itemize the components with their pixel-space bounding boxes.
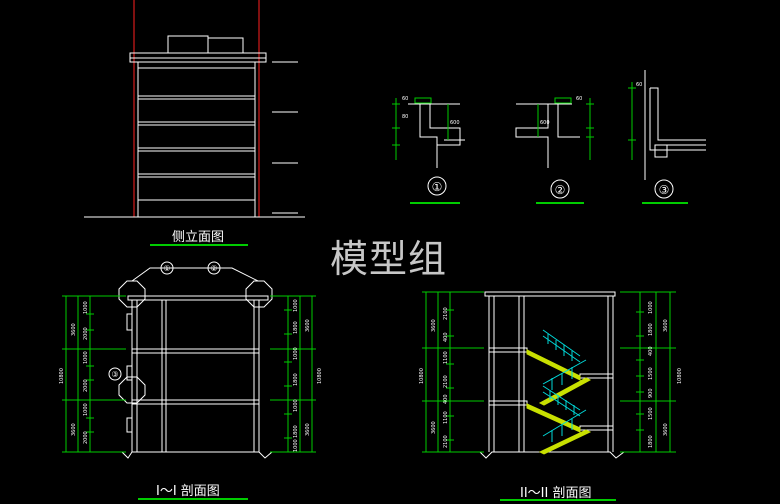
detail-2-marker bbox=[550, 179, 570, 199]
s1-left-inner-3: 1000 bbox=[83, 351, 89, 364]
s2-left-outer-bot: 3600 bbox=[431, 421, 437, 434]
section-1-dim-lines bbox=[62, 295, 316, 453]
s2-right-inner-1: 1000 bbox=[648, 301, 654, 314]
detail-1-marker bbox=[427, 176, 447, 196]
detail-1-label: ① bbox=[432, 180, 443, 194]
s1-left-inner-5: 1000 bbox=[83, 403, 89, 416]
detail-1-dim-top: 60 bbox=[402, 96, 408, 102]
s2-left-inner-2: 400 bbox=[443, 332, 449, 342]
section-2-dim-lines bbox=[422, 291, 676, 453]
s2-left-inner-6: 1100 bbox=[443, 411, 449, 424]
section-1-drawing bbox=[102, 295, 298, 459]
section-1-callouts bbox=[108, 261, 273, 404]
s1-left-outer-mid: 10800 bbox=[59, 368, 65, 384]
section-2-caption: II～II 剖面图 bbox=[520, 486, 592, 501]
detail-1-dim-mid: 80 bbox=[402, 114, 408, 120]
detail-2-drawing bbox=[515, 97, 594, 204]
s2-left-inner-5: 400 bbox=[443, 394, 449, 404]
section-callout-2: ② bbox=[210, 264, 217, 273]
s2-right-inner-3: 400 bbox=[648, 346, 654, 356]
detail-3-drawing bbox=[628, 70, 706, 204]
side-elevation bbox=[84, 0, 305, 218]
s1-right-inner-7: 1000 bbox=[293, 439, 299, 452]
section-2-stairs bbox=[526, 329, 592, 455]
detail-2-dim-top: 60 bbox=[576, 96, 582, 102]
s1-right-outer-mid: 10800 bbox=[317, 368, 323, 384]
s2-left-inner-7: 2100 bbox=[443, 435, 449, 448]
s2-left-outer-mid: 10800 bbox=[419, 368, 425, 384]
s1-right-inner-4: 1800 bbox=[293, 373, 299, 386]
s2-right-inner-2: 1800 bbox=[648, 323, 654, 336]
s2-right-inner-4: 1500 bbox=[648, 367, 654, 380]
s2-right-inner-6: 1500 bbox=[648, 407, 654, 420]
detail-3-label: ③ bbox=[659, 183, 670, 197]
detail-1-drawing bbox=[392, 97, 465, 204]
s1-left-inner-4: 2000 bbox=[83, 379, 89, 392]
s1-left-outer-bot: 3600 bbox=[71, 423, 77, 436]
s1-right-inner-3: 1000 bbox=[293, 347, 299, 360]
detail-1-dim-600: 600 bbox=[450, 120, 460, 126]
s2-right-outer-top: 3600 bbox=[663, 319, 669, 332]
section-callout-3: ③ bbox=[111, 370, 118, 379]
detail-3-dim-top: 60 bbox=[636, 82, 642, 88]
s2-left-inner-4: 2100 bbox=[443, 375, 449, 388]
section-callout-1: ① bbox=[163, 264, 170, 273]
s1-right-outer-top: 3600 bbox=[305, 319, 311, 332]
side-elevation-caption: 侧立面图 bbox=[172, 230, 225, 245]
s1-right-inner-6: 1800 bbox=[293, 425, 299, 438]
s2-right-inner-7: 1800 bbox=[648, 435, 654, 448]
s1-right-inner-1: 1000 bbox=[293, 299, 299, 312]
s1-left-inner-6: 2000 bbox=[83, 431, 89, 444]
s2-right-outer-bot: 3600 bbox=[663, 423, 669, 436]
s2-left-inner-3: 1100 bbox=[443, 351, 449, 364]
s2-right-outer-mid: 10800 bbox=[677, 368, 683, 384]
detail-2-label: ② bbox=[555, 183, 566, 197]
s1-left-inner-2: 2000 bbox=[83, 327, 89, 340]
s2-left-outer-top: 3600 bbox=[431, 319, 437, 332]
s1-right-outer-bot: 3600 bbox=[305, 423, 311, 436]
detail-3-marker bbox=[654, 179, 674, 199]
section-1-caption: I～I 剖面图 bbox=[156, 484, 220, 499]
s1-right-inner-5: 1000 bbox=[293, 399, 299, 412]
section-2-caption-underline bbox=[500, 499, 616, 501]
s1-right-inner-2: 1800 bbox=[293, 321, 299, 334]
watermark: 模型组 bbox=[330, 237, 448, 281]
s2-right-inner-5: 900 bbox=[648, 388, 654, 398]
detail-2-dim-600: 600 bbox=[540, 120, 550, 126]
section-2-drawing bbox=[458, 291, 650, 459]
s1-left-inner-1: 1000 bbox=[83, 301, 89, 314]
section-1-caption-underline bbox=[138, 498, 248, 500]
side-elevation-caption-underline bbox=[150, 244, 248, 246]
s1-left-outer-top: 3600 bbox=[71, 323, 77, 336]
s2-left-inner-1: 2100 bbox=[443, 307, 449, 320]
